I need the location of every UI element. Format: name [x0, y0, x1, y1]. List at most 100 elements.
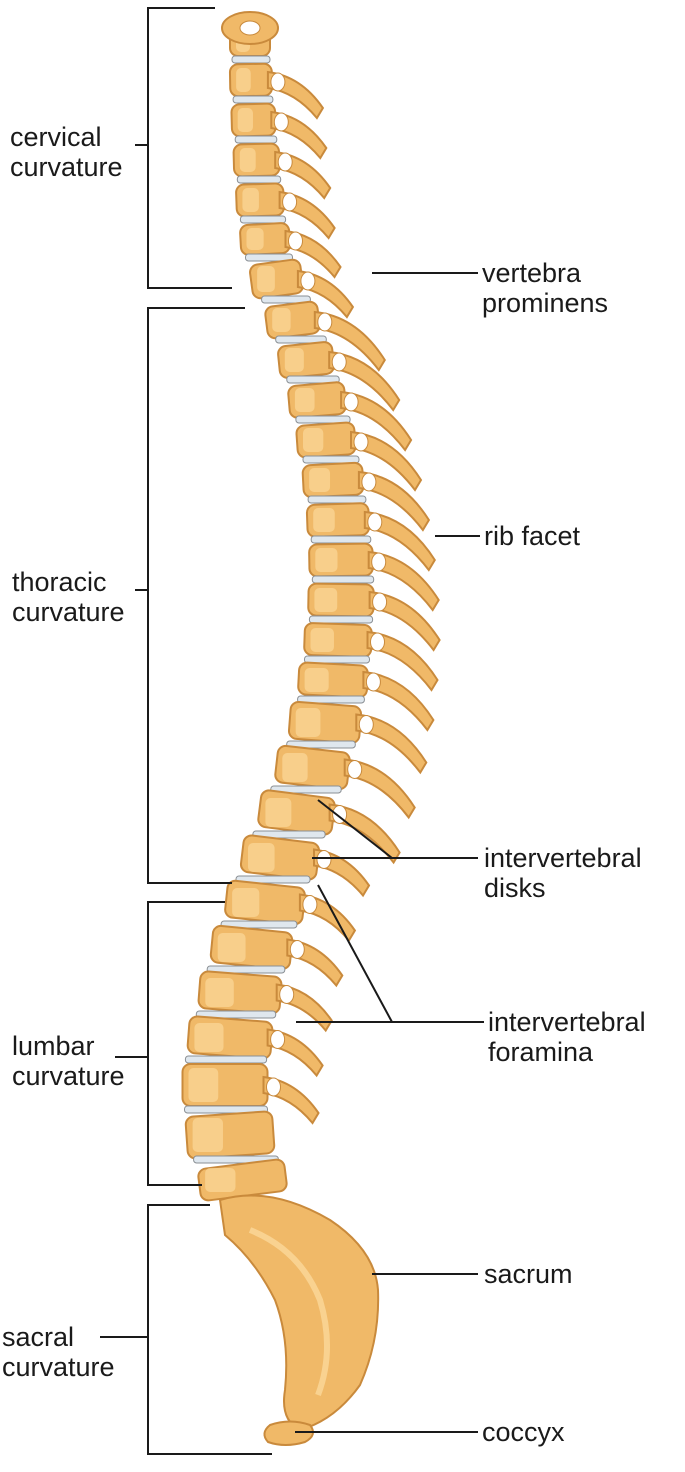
- intervertebral-disk: [184, 1055, 268, 1064]
- intervertebral-foramen: [317, 312, 333, 332]
- vertebral-body-highlight: [236, 68, 251, 92]
- sacral-curvature-label: sacral curvature: [2, 1322, 115, 1382]
- cervical-curvature-label: cervical curvature: [10, 122, 123, 182]
- spinous-process: [340, 390, 413, 452]
- intervertebral-disk: [261, 295, 311, 304]
- intervertebral-disk: [220, 920, 298, 929]
- spinous-process: [367, 550, 440, 612]
- intervertebral-foramen: [288, 231, 303, 251]
- lumbar-curvature-label: lumbar curvature: [12, 1031, 125, 1091]
- region-brackets: [100, 7, 272, 1455]
- vertebral-body-highlight: [239, 148, 256, 172]
- coccyx-label: coccyx: [482, 1417, 565, 1447]
- atlas-foramen: [239, 20, 261, 36]
- intervertebral-disk: [270, 785, 342, 794]
- intervertebral-disks-label: intervertebral disks: [484, 843, 642, 903]
- vertebral-body-highlight: [242, 188, 259, 212]
- spinous-process: [350, 430, 423, 492]
- coccyx-shape: [263, 1420, 315, 1446]
- intervertebral-disk: [310, 535, 372, 544]
- intervertebral-foramen: [353, 432, 369, 452]
- intervertebral-foramina-leader: [296, 884, 484, 1023]
- vertebral-body-highlight: [313, 508, 335, 532]
- vertebral-body-highlight: [237, 108, 253, 132]
- spinous-process: [328, 350, 401, 412]
- spinous-process: [363, 510, 436, 572]
- intervertebral-disk: [275, 335, 327, 344]
- intervertebral-foramen: [316, 850, 332, 869]
- vertebral-body-highlight: [282, 753, 308, 782]
- intervertebral-foramen: [270, 1030, 286, 1049]
- intervertebral-disk: [295, 415, 351, 424]
- intervertebral-disk: [239, 215, 287, 224]
- vertebral-body-highlight: [314, 588, 338, 612]
- vertebral-body-highlight: [205, 1168, 236, 1192]
- intervertebral-disk: [297, 695, 365, 704]
- sacral-bracket: [100, 1204, 272, 1455]
- intervertebral-disk: [286, 740, 356, 749]
- intervertebral-foramen: [367, 512, 383, 532]
- intervertebral-foramen: [277, 152, 293, 172]
- vertebra-prominens-label: vertebra prominens: [482, 258, 609, 318]
- spinous-process: [355, 713, 428, 775]
- vertebral-body-highlight: [232, 888, 260, 917]
- vertebral-body-highlight: [315, 548, 338, 572]
- leader-lines: [295, 272, 484, 1433]
- intervertebral-disk: [234, 135, 278, 144]
- vertebral-body-highlight: [309, 468, 331, 492]
- vertebral-body-highlight: [272, 308, 291, 332]
- intervertebral-foramen: [289, 940, 305, 959]
- intervertebral-disk: [302, 455, 360, 464]
- thoracic-curvature-label: thoracic curvature: [12, 567, 125, 627]
- vertebral-body-highlight: [246, 228, 264, 250]
- intervertebral-disk: [206, 965, 286, 974]
- lumbar-bracket: [115, 901, 225, 1186]
- vertebral-body-highlight: [192, 1118, 223, 1152]
- spinous-process: [366, 630, 439, 692]
- spinous-process: [368, 590, 441, 652]
- vertebral-body-highlight: [294, 388, 315, 412]
- intervertebral-disk: [252, 830, 326, 839]
- intervertebral-disk: [286, 375, 340, 384]
- intervertebral-disk: [304, 655, 370, 664]
- intervertebral-foramen: [302, 895, 318, 914]
- intervertebral-disk: [184, 1105, 268, 1114]
- thoracic-bracket: [135, 307, 245, 884]
- sacrum-label: sacrum: [484, 1259, 573, 1289]
- intervertebral-foramen: [358, 715, 374, 734]
- vertebral-body-highlight: [284, 348, 304, 372]
- intervertebral-foramen: [273, 112, 289, 132]
- vertebral-body-highlight: [257, 266, 275, 292]
- intervertebral-disk: [311, 575, 375, 584]
- vertebral-body-highlight: [194, 1023, 224, 1052]
- sacrum-highlight: [248, 1227, 330, 1397]
- vertebral-body-highlight: [205, 978, 234, 1007]
- intervertebral-foramen: [266, 1077, 281, 1097]
- sacrum-shape: [218, 1194, 380, 1432]
- intervertebral-disks-leader: [312, 799, 478, 859]
- intervertebral-foramina-label: intervertebral foramina: [488, 1007, 646, 1067]
- intervertebral-foramen: [370, 632, 385, 652]
- cervical-bracket: [135, 7, 232, 289]
- spine-drawing: [181, 11, 441, 1446]
- intervertebral-disk: [236, 175, 282, 184]
- vertebral-body-highlight: [304, 668, 329, 692]
- vertebral-body-highlight: [310, 628, 334, 652]
- vertebral-body-highlight: [248, 843, 275, 872]
- vertebral-body-highlight: [217, 933, 246, 962]
- intervertebral-disk: [308, 615, 374, 624]
- intervertebral-foramen: [331, 352, 347, 372]
- vertebral-body-highlight: [188, 1068, 219, 1102]
- vertebral-body-highlight: [265, 798, 292, 827]
- intervertebral-disk: [195, 1010, 277, 1019]
- intervertebral-disk: [231, 55, 271, 64]
- intervertebral-foramen: [279, 985, 295, 1004]
- intervertebral-foramen: [347, 760, 363, 779]
- spinous-process: [343, 758, 416, 820]
- spinous-process: [362, 670, 435, 732]
- intervertebral-foramen: [371, 552, 387, 572]
- rib-facet-label: rib facet: [484, 521, 581, 551]
- intervertebral-disk: [232, 95, 274, 104]
